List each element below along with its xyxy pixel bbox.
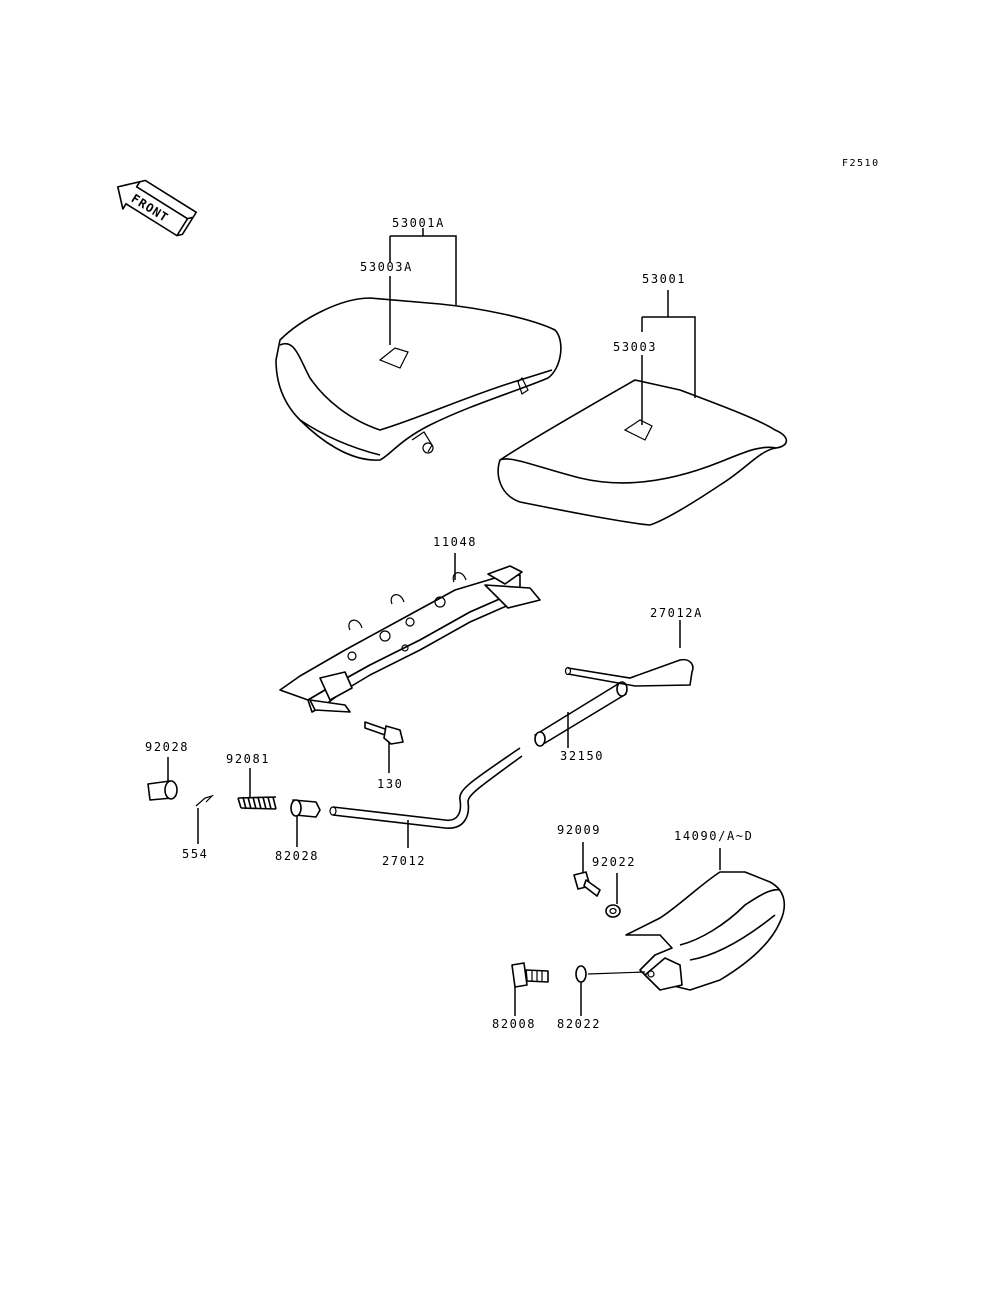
screw-92009	[573, 871, 601, 897]
label-11048: 11048	[433, 535, 477, 549]
label-32150: 32150	[560, 749, 604, 763]
cover-14090	[625, 871, 786, 991]
bolt-82008	[511, 962, 549, 988]
label-130: 130	[377, 777, 403, 791]
label-53003: 53003	[613, 340, 657, 354]
washer-82022	[575, 965, 646, 983]
label-53001: 53001	[642, 272, 686, 286]
label-554: 554	[182, 847, 208, 861]
label-92081: 92081	[226, 752, 270, 766]
leader-lines	[167, 228, 721, 1016]
washer-92022-top	[605, 904, 621, 918]
part-labels: 53001A 53003A 53001 53003 11048 27012A 3…	[145, 216, 753, 1031]
spring-92081	[237, 796, 277, 810]
label-27012: 27012	[382, 854, 426, 868]
label-92028: 92028	[145, 740, 189, 754]
hose-32150	[534, 681, 628, 747]
front-arrow-icon: FRONT	[116, 179, 198, 237]
cable-27012	[329, 747, 523, 829]
label-53001A: 53001A	[392, 216, 445, 230]
label-53003A: 53003A	[360, 260, 413, 274]
label-82022: 82022	[557, 1017, 601, 1031]
cable-27012A	[564, 658, 694, 687]
label-27012A: 27012A	[650, 606, 703, 620]
pin-92028	[147, 780, 178, 801]
bolt-130	[364, 721, 404, 745]
figure-code: F2510	[842, 158, 880, 169]
label-14090: 14090/A~D	[674, 829, 753, 843]
collar-82028	[290, 799, 321, 818]
cotter-pin-554	[195, 794, 215, 807]
label-92022: 92022	[592, 855, 636, 869]
rear-seat	[497, 379, 788, 526]
label-82008: 82008	[492, 1017, 536, 1031]
label-92009: 92009	[557, 823, 601, 837]
front-seat	[275, 297, 562, 461]
seat-lock-bracket	[279, 565, 541, 713]
label-82028: 82028	[275, 849, 319, 863]
